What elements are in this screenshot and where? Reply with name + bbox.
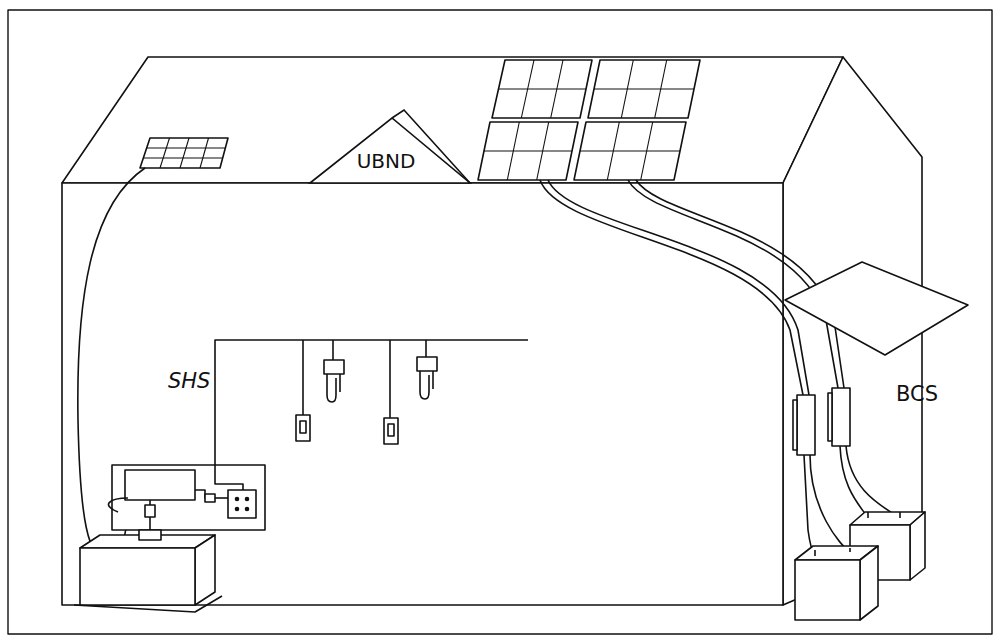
frame [8, 10, 992, 634]
dormer-gable: UBND [308, 108, 472, 184]
mounting-board [112, 465, 265, 530]
charge-controller [125, 470, 195, 500]
dormer-outline [308, 108, 472, 184]
solar-array [478, 60, 700, 180]
panel-wire [109, 498, 128, 512]
awning [785, 262, 968, 355]
switch-box [205, 494, 215, 502]
battery [74, 530, 222, 612]
system-label: SHS [168, 370, 210, 393]
system-label: BCS [896, 383, 938, 406]
lamp [324, 340, 344, 402]
battery [795, 546, 878, 620]
roof [62, 57, 843, 183]
lamp [417, 340, 437, 399]
charge-controller [797, 395, 815, 455]
fuse [145, 505, 155, 517]
solar-panel [140, 138, 228, 168]
panel-wire [540, 180, 803, 395]
node-label: UBND [357, 150, 416, 172]
light-switch [296, 415, 310, 441]
outlet [228, 490, 256, 518]
house-wiring [215, 340, 528, 490]
front-wall [62, 183, 783, 605]
light-switch [384, 418, 398, 444]
charge-controller [832, 388, 850, 446]
